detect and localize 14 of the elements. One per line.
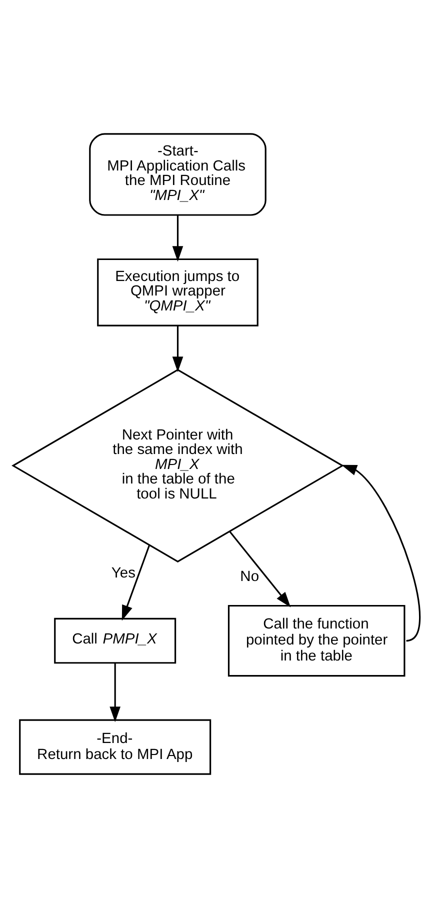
arrow [341,464,421,642]
arrow [172,214,184,262]
node-box: -Start- MPI Application Calls the MPI Routine "MPI_X" [89,132,266,216]
node-box: Call PMPI_X [54,617,176,664]
arrow [229,530,291,607]
arrow [172,325,184,372]
node-box: Execution jumps to QMPI wrapper "QMPI_X" [97,258,258,326]
node-box: -End- Return back to MPI App [19,718,212,774]
arrow [110,662,120,722]
node-diamond: Next Pointer with the same index with MPI_X in the table of the tool is NULL [12,368,344,562]
node-box: Call the function pointed by the pointer in the table [228,604,406,676]
arrow [122,544,150,620]
edge-label: No [240,568,260,584]
edge-label: Yes [111,565,136,582]
